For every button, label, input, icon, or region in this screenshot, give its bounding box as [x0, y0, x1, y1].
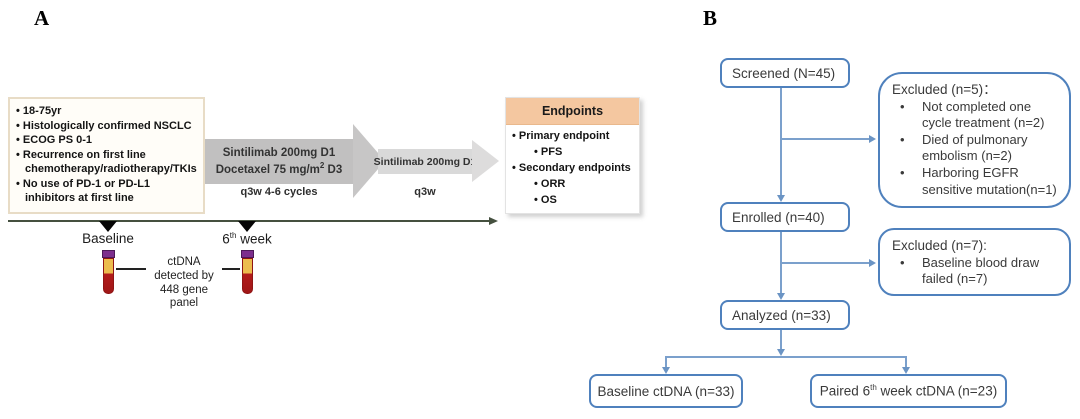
panel-a-label: A — [34, 6, 50, 30]
secondary-endpoint-item: OS — [508, 193, 637, 209]
excluded1-item: Died of pulmonary embolism (n=2) — [892, 132, 1063, 165]
paired-ctdna-box: Paired 6th week ctDNA (n=23) — [810, 374, 1007, 408]
criteria-item: No use of PD-1 or PD-L1 inhibitors at fi… — [14, 177, 199, 206]
baseline-label: Baseline — [82, 231, 134, 246]
secondary-endpoint-label: Secondary endpoints — [508, 161, 637, 177]
arrowhead-down-icon — [776, 293, 785, 300]
ctdna-caption: ctDNA detected by 448 gene panel — [146, 256, 222, 311]
ctdna-connector-left — [116, 268, 146, 270]
split-horizontal-line — [665, 356, 906, 358]
ctdna-caption-line2: 448 gene panel — [160, 283, 208, 310]
excluded-box-2: Excluded (n=7): Baseline blood draw fail… — [878, 228, 1071, 296]
ctdna-caption-line1: ctDNA detected by — [154, 256, 214, 282]
secondary-endpoint-item: ORR — [508, 177, 637, 193]
excluded1-item: Not completed one cycle treatment (n=2) — [892, 99, 1063, 132]
paired-ctdna-text: Paired 6th week ctDNA (n=23) — [819, 383, 998, 399]
arrowhead-down-icon — [776, 195, 785, 202]
endpoints-list: Primary endpoint PFS Secondary endpoints… — [506, 125, 639, 209]
arrowhead-down-icon — [661, 367, 670, 374]
eligibility-criteria-list: 18-75yr Histologically confirmed NSCLC E… — [14, 104, 199, 206]
arrowhead-down-icon — [901, 367, 910, 374]
criteria-item: 18-75yr — [14, 104, 199, 119]
screened-box: Screened (N=45) — [720, 58, 850, 88]
ctdna-connector-right — [222, 268, 240, 270]
treatment-arrow-2-head-icon — [472, 140, 499, 182]
connector-to-excluded1 — [781, 138, 870, 140]
panel-b-label: B — [703, 6, 718, 30]
excluded1-item: Harboring EGFR sensitive mutation(n=1) — [892, 165, 1063, 198]
connector-screened-enrolled — [780, 88, 782, 196]
timeline-arrowhead-icon — [489, 217, 498, 225]
week6-label: 6th week — [222, 231, 272, 247]
blood-tube-icon — [241, 250, 254, 294]
endpoints-box: Endpoints Primary endpoint PFS Secondary… — [505, 97, 640, 214]
connector-to-paired-ctdna — [905, 356, 907, 368]
treatment1-schedule: q3w 4-6 cycles — [240, 186, 318, 198]
connector-analyzed-split — [780, 330, 782, 350]
treatment1-line2: Docetaxel 75 mg/m2 D3 — [215, 160, 343, 176]
excluded2-item: Baseline blood draw failed (n=7) — [892, 255, 1063, 288]
blood-tube-icon — [102, 250, 115, 294]
treatment-arrow-1: Sintilimab 200mg D1 Docetaxel 75 mg/m2 D… — [205, 139, 353, 184]
connector-to-excluded2 — [781, 262, 870, 264]
treatment-arrow-2: Sintilimab 200mg D1 — [374, 149, 476, 174]
timeline-marker-icon — [238, 221, 256, 232]
arrowhead-right-icon — [869, 134, 876, 143]
treatment1-line1: Sintilimab 200mg D1 — [222, 147, 336, 160]
arrowhead-right-icon — [869, 258, 876, 267]
treatment2-schedule: q3w — [414, 186, 436, 198]
criteria-item: Recurrence on first line chemotherapy/ra… — [14, 148, 199, 177]
enrolled-box: Enrolled (n=40) — [720, 202, 850, 232]
tube-cap-icon — [241, 250, 254, 258]
connector-enrolled-analyzed — [780, 232, 782, 294]
excluded-box-1: Excluded (n=5)： Not completed one cycle … — [878, 72, 1071, 208]
connector-to-baseline-ctdna — [665, 356, 667, 368]
tube-cap-icon — [102, 250, 115, 258]
arrowhead-down-icon — [776, 349, 785, 356]
primary-endpoint-label: Primary endpoint — [508, 129, 637, 145]
primary-endpoint-item: PFS — [508, 145, 637, 161]
endpoints-title: Endpoints — [506, 98, 639, 125]
analyzed-box: Analyzed (n=33) — [720, 300, 850, 330]
criteria-item: ECOG PS 0-1 — [14, 133, 199, 148]
tube-body-icon — [103, 258, 114, 294]
treatment2-line1: Sintilimab 200mg D1 — [373, 155, 477, 168]
criteria-item: Histologically confirmed NSCLC — [14, 119, 199, 134]
timeline-marker-icon — [99, 221, 117, 232]
baseline-ctdna-box: Baseline ctDNA (n=33) — [589, 374, 743, 408]
tube-body-icon — [242, 258, 253, 294]
excluded1-title: Excluded (n=5)： — [892, 82, 997, 97]
eligibility-criteria-box: 18-75yr Histologically confirmed NSCLC E… — [8, 97, 205, 214]
excluded2-title: Excluded (n=7): — [892, 238, 987, 253]
